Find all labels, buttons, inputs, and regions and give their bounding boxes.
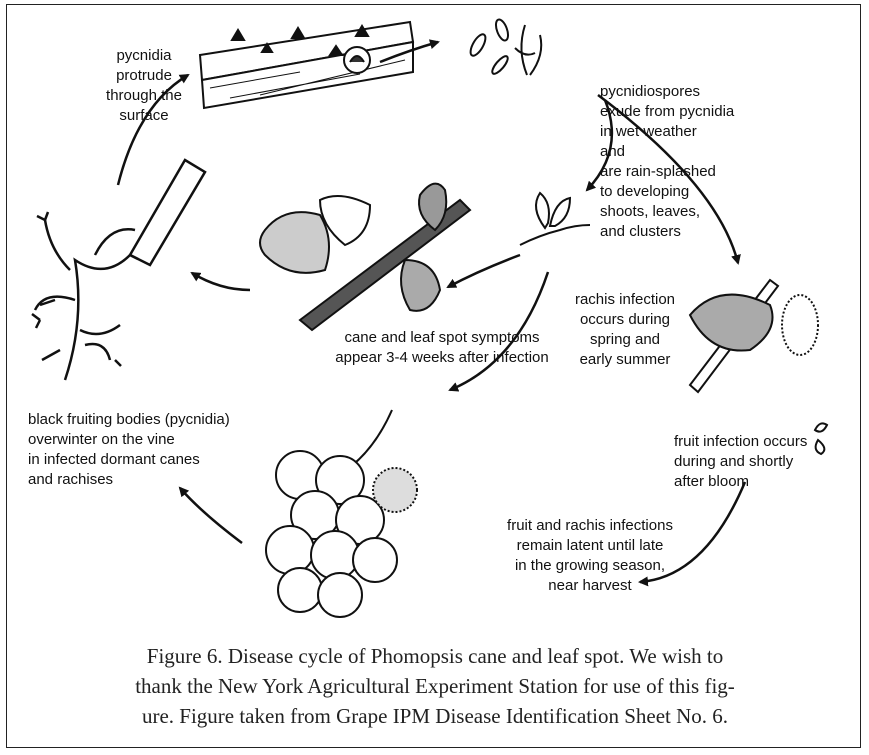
spores-drawing (468, 18, 542, 76)
grape-cluster-drawing (266, 410, 417, 617)
label-pycnidia-protrude: pycnidia protrude through the surface (84, 46, 204, 126)
shoot-drawing (520, 193, 590, 245)
label-black-fruiting: black fruiting bodies (pycnidia) overwin… (28, 410, 288, 490)
wood-block-drawing (200, 22, 413, 108)
label-pycnidiospores: pycnidiospores exude from pycnidia in we… (600, 82, 860, 242)
cane-leaf-drawing (260, 184, 470, 330)
flower-cluster-drawing (690, 280, 827, 454)
dormant-cane-drawing (32, 160, 205, 380)
label-latent-infections: fruit and rachis infections remain laten… (470, 516, 710, 596)
figure-caption: Figure 6. Disease cycle of Phomopsis can… (30, 641, 840, 731)
label-rachis-infection: rachis infection occurs during spring an… (555, 290, 695, 370)
label-fruit-infection: fruit infection occurs during and shortl… (674, 432, 854, 492)
label-cane-leaf-symptoms: cane and leaf spot symptoms appear 3-4 w… (292, 328, 592, 368)
